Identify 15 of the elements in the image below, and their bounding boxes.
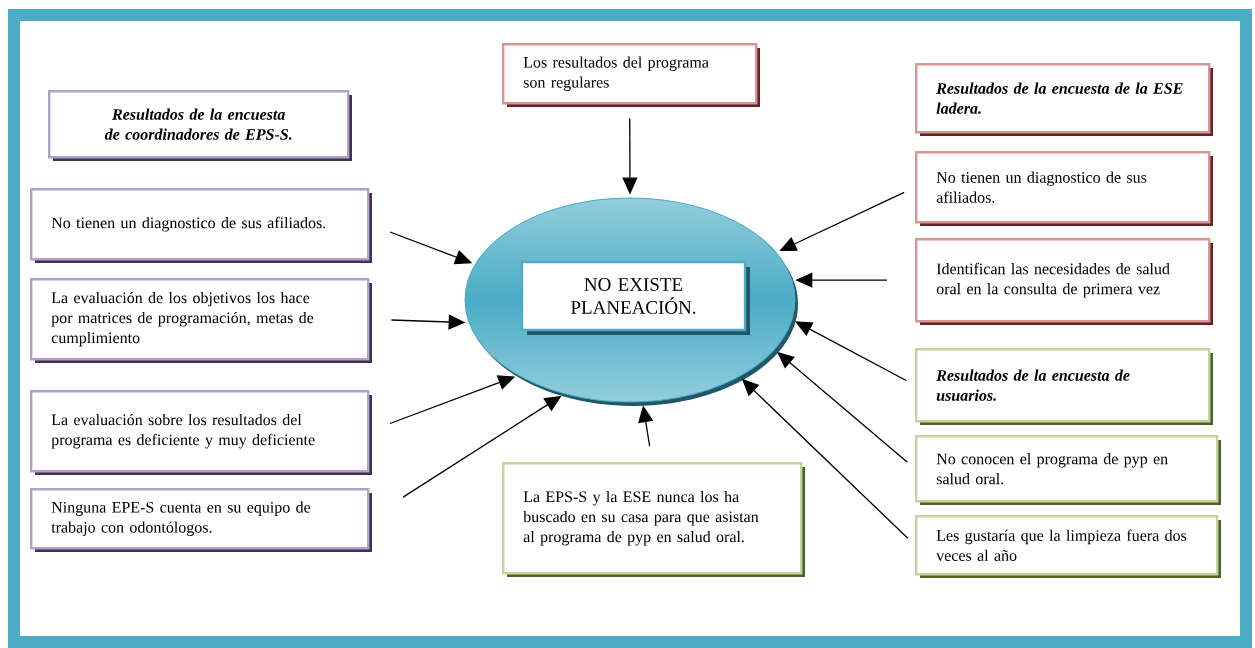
text-box: La EPS-S y la ESE nunca los ha buscado en su casa para que asistan al programa de pyp en salud oral.: [502, 462, 805, 577]
arrow: [795, 321, 907, 382]
text-box: Ninguna EPE-S cuenta en su equipo de trabajo con odontólogos.: [30, 488, 372, 552]
heading-box: Resultados de la encuesta de coordinadores de EPS-S.: [48, 90, 352, 161]
text-box: No conocen el programa de pyp en salud oral.: [915, 435, 1221, 505]
heading-box: Resultados de la encuesta de usuarios.: [915, 348, 1213, 425]
text-box: No tienen un diagnostico de sus afiliados.: [915, 151, 1213, 226]
text-box: La evaluación de los objetivos los hace por matrices de programación, metas de cumplimiento: [30, 278, 372, 363]
text-box: Identifican las necesidades de salud oral en la consulta de primera vez: [915, 238, 1213, 325]
text-box: No tienen un diagnostico de sus afiliados.: [30, 188, 372, 263]
text-box: Les gustaría que la limpieza fuera dos veces al año: [915, 515, 1221, 578]
text-box: La evaluación sobre los resultados del programa es deficiente y muy deficiente: [30, 390, 372, 475]
heading-box: Resultados de la encuesta de la ESE ladera.: [915, 63, 1213, 136]
text-box: Los resultados del programa son regulares: [502, 43, 760, 107]
text-box: NO EXISTE PLANEACIÓN.: [520, 260, 750, 335]
